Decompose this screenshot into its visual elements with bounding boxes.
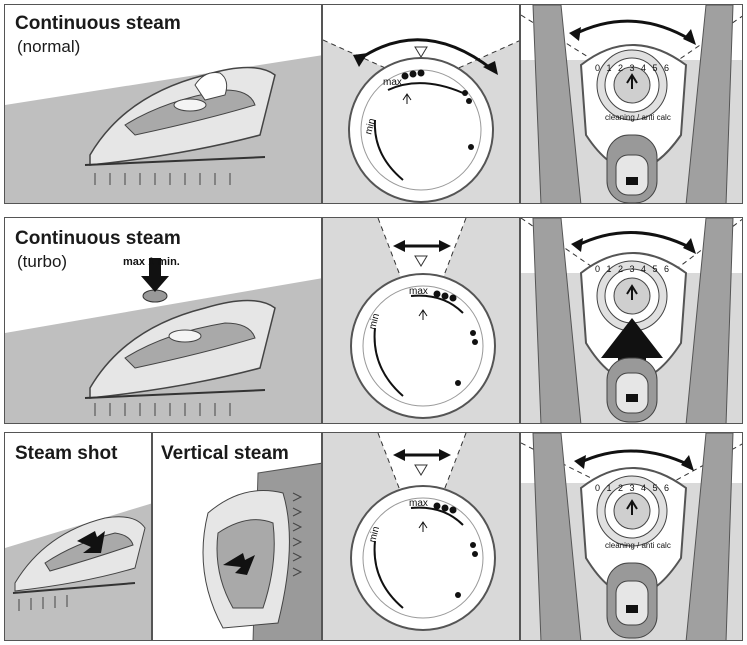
dial-min-label: min (363, 117, 378, 135)
knob-normal (521, 5, 742, 203)
steam-icon (402, 93, 412, 104)
dial-steam-shot: max min (350, 433, 496, 631)
row2-subtitle: (turbo) (17, 252, 68, 271)
dial-max-label: max (383, 77, 402, 88)
iron-illustration-normal (5, 55, 321, 203)
steam-icon (418, 521, 428, 532)
row1-iron-panel: Continuous steam (normal) (4, 4, 322, 204)
row3-dial-panel: max min (322, 432, 520, 641)
knob-scale: 0 1 2 3 4 5 6 (595, 483, 672, 493)
row2-dial-panel: max min (322, 217, 520, 424)
knob-steam-shot (521, 433, 742, 640)
iron-illustration-steam-shot (5, 503, 151, 640)
press-arrow-icon (601, 318, 663, 368)
press-arrow-icon (77, 531, 105, 553)
row3-vertical-panel: Vertical steam (152, 432, 322, 641)
row2-knob-panel: 0 1 2 3 4 5 6 (520, 217, 743, 424)
knob-caption: cleaning / anti calc (605, 113, 671, 122)
row1-title: Continuous steam (15, 13, 181, 34)
rotate-arrow-icon (575, 231, 692, 250)
row3-title-steam-shot: Steam shot (15, 443, 118, 464)
row3-title-vertical-steam: Vertical steam (161, 443, 289, 464)
steam-icon (626, 73, 638, 89)
rotate-arrow-icon (357, 38, 494, 72)
dial-normal: max min (323, 5, 519, 203)
rotate-arrow-icon (578, 449, 690, 467)
dial-max-label: max (409, 498, 428, 509)
row1-dial-panel: max min (322, 4, 520, 204)
dial-max-label: max (409, 286, 428, 297)
dial-min-label: min (367, 312, 382, 330)
steam-icon (418, 309, 428, 320)
knob-turbo (521, 218, 742, 423)
row1-knob-panel: 0 1 2 3 4 5 6 cleaning / anti calc (520, 4, 743, 204)
row1-subtitle: (normal) (17, 37, 81, 56)
row3-knob-panel: 0 1 2 3 4 5 6 cleaning / anti calc (520, 432, 743, 641)
dial-min-label: min (367, 525, 382, 543)
knob-scale: 0 1 2 3 4 5 6 (595, 63, 672, 73)
row2-title: Continuous steam (15, 228, 181, 249)
steam-icon (626, 499, 638, 515)
press-arrow-icon (223, 553, 255, 575)
iron-illustration-vertical (202, 462, 321, 640)
knob-scale: 0 1 2 3 4 5 6 (595, 264, 672, 274)
rotate-arrow-icon (572, 19, 692, 42)
row2-note: max 1 min. (123, 256, 180, 268)
row2-iron-panel: Continuous steam (turbo) max 1 min. (4, 217, 322, 424)
knob-caption: cleaning / anti calc (605, 541, 671, 550)
iron-illustration-turbo (5, 258, 321, 423)
dial-turbo: max min (350, 218, 496, 419)
steam-icon (626, 284, 638, 300)
press-arrow-icon (149, 258, 161, 280)
row3-steamshot-panel: Steam shot (4, 432, 152, 641)
